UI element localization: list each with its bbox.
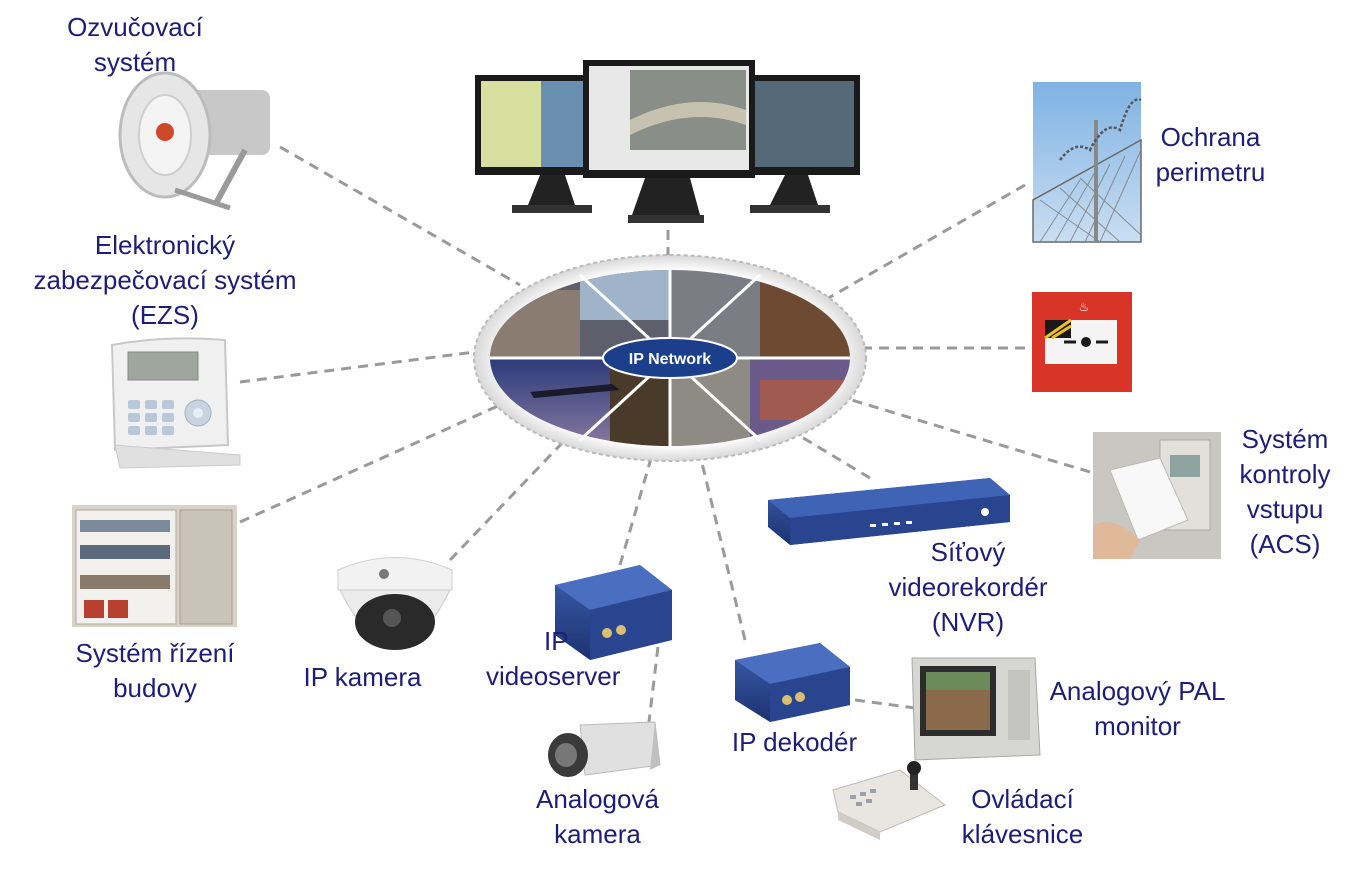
nvr-recorder-icon	[768, 478, 1010, 545]
hub-label: IP Network	[629, 351, 712, 368]
label-ip-camera: IP kamera	[303, 662, 422, 692]
svg-text:♨: ♨	[1079, 300, 1090, 314]
loudspeaker-icon	[118, 71, 270, 211]
ip-decoder-icon	[735, 643, 850, 722]
connector-nvr	[789, 428, 871, 480]
connector-ip-kamera	[448, 438, 567, 562]
connector-ozvucovaci	[279, 145, 521, 287]
control-keyboard-icon	[832, 761, 946, 840]
connector-ezs	[239, 350, 476, 384]
connectors	[239, 145, 1091, 731]
pal-monitor-icon	[911, 657, 1041, 761]
connector-pal	[854, 698, 916, 710]
ip-videoserver-icon	[555, 565, 672, 660]
label-ip-decoder: IP dekodér	[731, 727, 858, 757]
ip-network-hub: IP Network	[473, 254, 867, 462]
connector-budova	[239, 403, 501, 524]
fire-alarm-call-point-icon: ♨	[1032, 292, 1132, 392]
connector-dekoder	[698, 454, 747, 641]
hub-badge	[602, 337, 738, 379]
connector-videoserver	[618, 454, 654, 566]
building-control-cabinet-icon	[72, 505, 237, 627]
perimeter-fence-icon	[1032, 82, 1142, 243]
connector-acs	[844, 396, 1091, 474]
ezs-keypad-icon	[110, 337, 241, 469]
ip-dome-camera-icon	[337, 557, 453, 650]
access-control-reader-icon	[1093, 432, 1221, 559]
monitor-wall-icon	[475, 60, 860, 223]
analog-camera-icon	[548, 721, 661, 777]
connector-perimetr	[824, 183, 1026, 302]
